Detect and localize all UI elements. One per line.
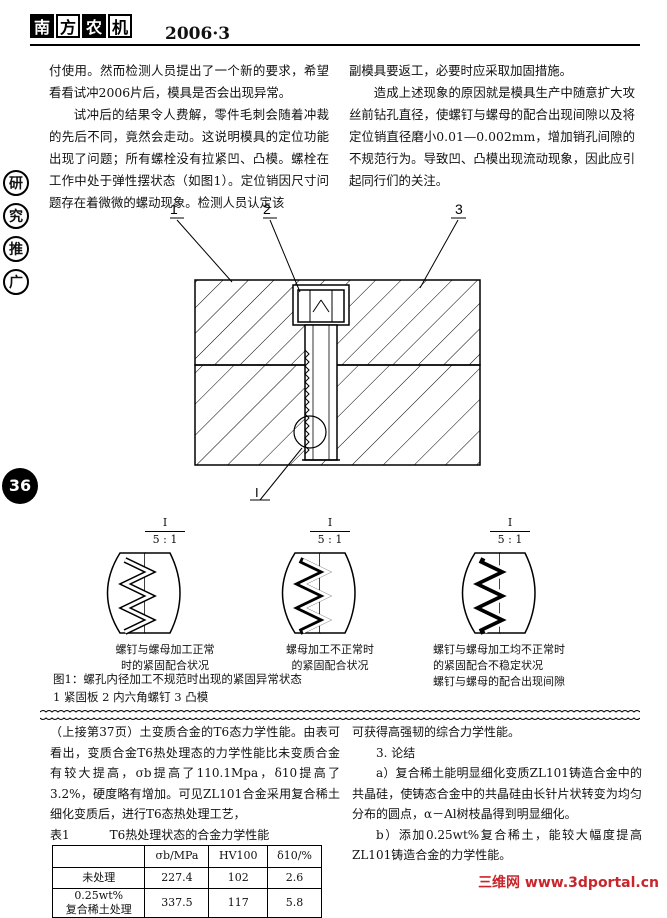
label-1: 1 (170, 201, 178, 217)
section-char: 研 (3, 170, 29, 196)
table-cell: 227.4 (144, 866, 210, 889)
detail-label: I (507, 516, 513, 529)
thread-normal-icon (106, 552, 181, 635)
detail-view-1: I 5 : 1 螺钉与螺母加工正常 时的紧固配合状况 (90, 515, 240, 674)
masthead-char: 方 (56, 14, 80, 38)
page-number: 36 (2, 468, 38, 504)
assembly-drawing: 1 2 3 I (170, 201, 481, 501)
table-row: 0.25wt% 复合稀土处理 337.5 117 5.8 (51, 888, 322, 918)
detail-caption: 螺钉与螺母加工正常 时的紧固配合状况 (90, 642, 240, 674)
table-cell: 0.25wt% 复合稀土处理 (51, 888, 146, 918)
detail-scale: 5 : 1 (145, 531, 185, 548)
caption-line: 螺母加工不正常时 (286, 643, 374, 656)
caption-title: 图1：螺孔内径加工不规范时出现的紧固异常状态 (53, 672, 302, 686)
thread-both-abnormal-icon (461, 552, 536, 635)
caption-line: 的紧固配合不稳定状况 (433, 659, 543, 672)
caption-line: 螺钉与螺母加工均不正常时 (433, 643, 565, 656)
table-cell: 337.5 (144, 888, 210, 918)
section-char: 推 (3, 236, 29, 262)
table-header: δ10/% (267, 845, 322, 868)
table-caption: T6热处理状态的合金力学性能 (109, 827, 270, 842)
table-row: 未处理 227.4 102 2.6 (51, 866, 322, 889)
table-header: HV100 (208, 845, 269, 868)
properties-table: σb/MPa HV100 δ10/% 未处理 227.4 102 2.6 0.2… (51, 845, 322, 918)
caption-line: 的紧固配合状况 (291, 659, 369, 672)
screw-shank (304, 324, 338, 461)
caption-line: 螺钉与螺母的配合出现间隙 (433, 675, 565, 688)
table-cell: 2.6 (267, 866, 322, 889)
paragraph: 造成上述现象的原因就是模具生产中随意扩大攻丝前钻孔直径，使螺钉与螺母的配合出现间… (349, 85, 635, 188)
paragraph: （上接第37页）土变质合金的T6态力学性能。由表可看出，变质合金T6热处理态的力… (50, 725, 340, 821)
table-cell: 未处理 (51, 866, 146, 889)
screw-head (297, 289, 345, 323)
table-number: 表1 (50, 827, 70, 842)
section-tag: 研 究 推 广 (3, 170, 29, 295)
issue-number: 2006·3 (165, 24, 231, 44)
bottom-left-column: （上接第37页）土变质合金的T6态力学性能。由表可看出，变质合金T6热处理态的力… (50, 722, 340, 918)
detail-scale: 5 : 1 (310, 531, 350, 548)
detail-circle (293, 415, 327, 449)
section-divider (40, 710, 640, 720)
masthead-char: 南 (30, 14, 54, 38)
left-column: 付使用。然而检测人员提出了一个新的要求，希望看看试冲2006片后，模具是否会出现… (49, 60, 329, 214)
paragraph: 试冲后的结果令人费解，零件毛刺会随着冲裁的先后不同，竟然会走动。这说明模具的定位… (49, 107, 329, 210)
masthead: 南 方 农 机 (30, 14, 132, 38)
caption-line: 螺钉与螺母加工正常 (115, 643, 215, 656)
table-cell: 5.8 (267, 888, 322, 918)
section-heading: 3. 论结 (376, 745, 416, 760)
section-char: 究 (3, 203, 29, 229)
caption-legend: 1 紧固板 2 内六角螺钉 3 凸模 (53, 690, 209, 704)
figure-caption: 图1：螺孔内径加工不规范时出现的紧固异常状态 1 紧固板 2 内六角螺钉 3 凸… (53, 670, 473, 706)
bottom-right-column: 可获得高强韧的综合力学性能。 3. 论结 a）复合稀土能明显细化变质ZL101铸… (352, 722, 642, 866)
table-header-row: σb/MPa HV100 δ10/% (51, 845, 322, 868)
detail-label: I (327, 516, 333, 529)
masthead-char: 机 (108, 14, 132, 38)
paragraph: 可获得高强韧的综合力学性能。 (352, 725, 521, 739)
table-title: 表1 T6热处理状态的合金力学性能 (50, 825, 340, 846)
caption-line: 时的紧固配合状况 (121, 659, 209, 672)
watermark: 三维网 www.3dportal.cn (478, 875, 659, 891)
label-2: 2 (263, 201, 271, 217)
table-header: σb/MPa (144, 845, 210, 868)
detail-caption: 螺母加工不正常时 的紧固配合状况 (255, 642, 405, 674)
table-header (51, 845, 146, 868)
paragraph: b）添加0.25wt%复合稀土，能较大幅度提高ZL101铸造合金的力学性能。 (352, 827, 642, 863)
right-column: 副模具要返工，必要时应采取加固措施。 造成上述现象的原因就是模具生产中随意扩大攻… (349, 60, 635, 192)
section-char: 广 (3, 269, 29, 295)
masthead-char: 农 (82, 14, 106, 38)
label-detail: I (255, 485, 259, 500)
detail-view-3: I 5 : 1 螺钉与螺母加工均不正常时 的紧固配合不稳定状况 螺钉与螺母的配合… (425, 515, 595, 690)
paragraph: a）复合稀土能明显细化变质ZL101铸造合金中的共晶硅，使铸态合金中的共晶硅由长… (352, 766, 642, 821)
detail-label: I (162, 516, 168, 529)
paragraph: 副模具要返工，必要时应采取加固措施。 (349, 63, 573, 78)
detail-view-2: I 5 : 1 螺母加工不正常时 的紧固配合状况 (255, 515, 405, 674)
label-3: 3 (455, 201, 463, 217)
thread-nut-abnormal-icon (281, 552, 356, 635)
paragraph: 付使用。然而检测人员提出了一个新的要求，希望看看试冲2006片后，模具是否会出现… (49, 63, 329, 100)
header-rule (30, 44, 640, 46)
table-cell: 117 (208, 888, 269, 918)
table-cell: 102 (208, 866, 269, 889)
detail-caption: 螺钉与螺母加工均不正常时 的紧固配合不稳定状况 螺钉与螺母的配合出现间隙 (425, 642, 595, 690)
detail-scale: 5 : 1 (490, 531, 530, 548)
